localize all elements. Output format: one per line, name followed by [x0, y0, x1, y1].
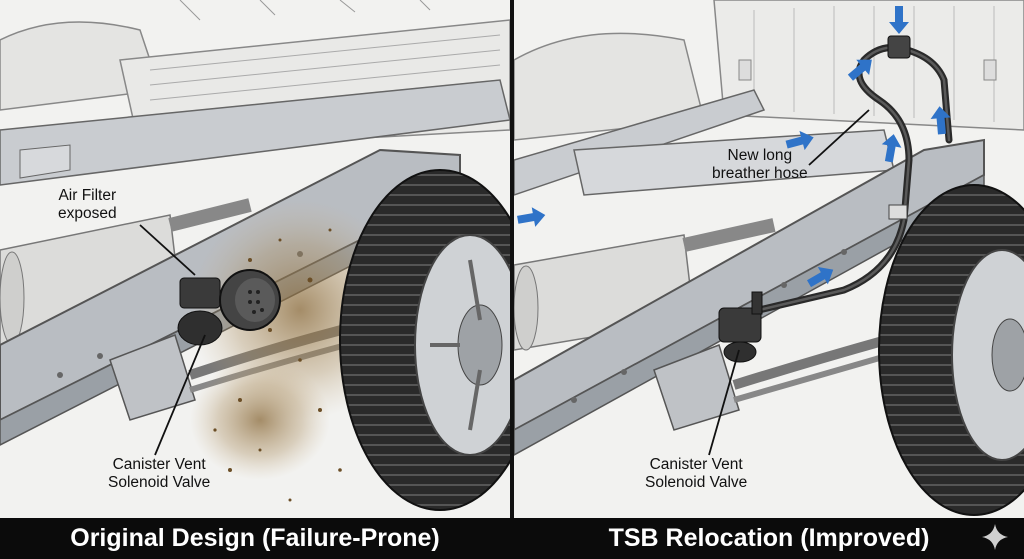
- valve-callout-line: [708, 349, 740, 456]
- rear-tire: [878, 184, 1024, 516]
- airflow-arrow-icon: [516, 205, 548, 230]
- rear-tire: [339, 169, 510, 511]
- panel-divider: [510, 0, 514, 559]
- original-design-panel: Air Filter exposed Canister Vent Solenoi…: [0, 0, 510, 518]
- air-filter-callout-line: [139, 224, 196, 276]
- vent-solenoid-valve: [718, 291, 763, 363]
- hose-callout-line: [808, 109, 870, 166]
- hose-label: New long breather hose: [712, 147, 808, 182]
- original-design-caption: Original Design (Failure-Prone): [70, 524, 440, 552]
- right-valve-label: Canister Vent Solenoid Valve: [645, 456, 748, 491]
- vent-solenoid-assembly: [177, 269, 281, 346]
- valve-callout-line: [154, 334, 206, 456]
- left-valve-label: Canister Vent Solenoid Valve: [108, 456, 211, 491]
- tsb-relocation-panel: New long breather hose Canister Vent Sol…: [514, 0, 1024, 518]
- tsb-relocation-caption: TSB Relocation (Improved): [608, 524, 930, 552]
- sparkle-icon: [982, 524, 1008, 550]
- caption-bar: Original Design (Failure-Prone) TSB Relo…: [0, 518, 1024, 559]
- tsb-relocation-drawing: [514, 0, 1024, 516]
- breather-hose: [755, 35, 953, 314]
- original-design-drawing: [0, 0, 510, 511]
- exhaust-muffler: [0, 198, 252, 346]
- air-filter-label: Air Filter exposed: [58, 187, 117, 222]
